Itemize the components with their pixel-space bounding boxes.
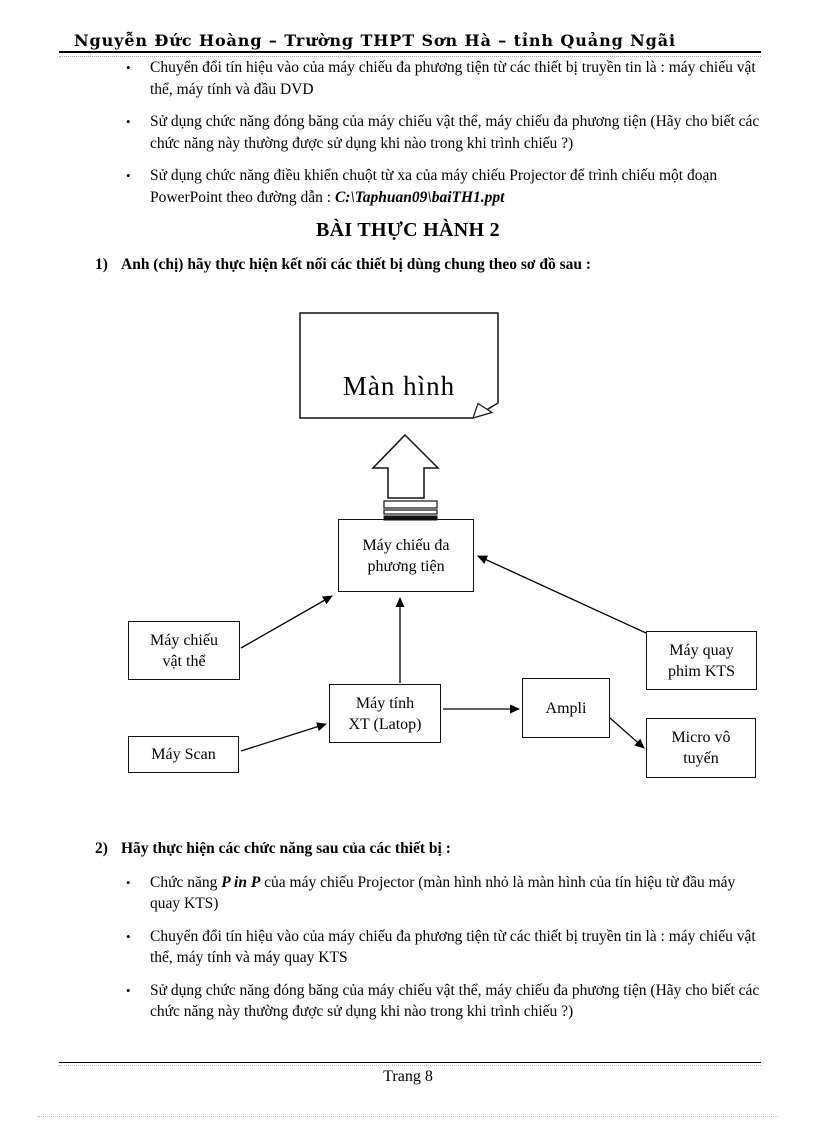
box-label-line: Ampli <box>545 699 587 717</box>
list-item: • Chuyển đổi tín hiệu vào của máy chiếu … <box>0 57 816 100</box>
arrow-ampli-to-micro <box>609 717 645 749</box>
arrow-vat-the-to-da-phuong-tien <box>240 595 333 649</box>
bullet-text: Chức năng P in P của máy chiếu Projector… <box>150 872 760 915</box>
diagram-shapes-layer <box>240 312 647 752</box>
page-break-dotted-line <box>38 1116 778 1117</box>
box-label-line: Máy quay <box>669 641 734 659</box>
bullet-marker: • <box>126 928 131 944</box>
box-label-line: Micro vô <box>671 729 731 746</box>
box-may-chieu-vat-the: Máy chiếu vật thể <box>128 621 240 680</box>
bullet-marker: • <box>126 60 131 75</box>
box-may-scan: Máy Scan <box>128 736 239 773</box>
box-ampli: Ampli <box>522 678 610 738</box>
list-item: • Sử dụng chức năng đóng băng của máy ch… <box>0 980 816 1023</box>
box-micro-vo-tuyen: Micro vô tuyến <box>646 718 756 778</box>
section-b: 2) Hãy thực hiện các chức năng sau của c… <box>0 838 816 1034</box>
bullet-marker: • <box>126 982 131 998</box>
task-2-text: Hãy thực hiện các chức năng sau của các … <box>121 840 451 857</box>
header-rule <box>59 51 761 53</box>
bullet-text: Chuyển đổi tín hiệu vào của máy chiếu đa… <box>150 59 756 98</box>
box-label-line: vật thể <box>162 652 206 670</box>
task-2: 2) Hãy thực hiện các chức năng sau của c… <box>0 838 816 860</box>
block-arrow-base-stripe <box>383 509 438 515</box>
arrow-may-quay-to-da-phuong-tien <box>477 555 647 634</box>
footer-boundary-dotted-line <box>59 1065 761 1066</box>
header-boundary-dotted-line <box>59 56 761 57</box>
fold-corner <box>472 402 494 419</box>
box-label-line: Máy chiếu đa <box>362 536 450 554</box>
box-may-chieu-da-phuong-tien: Máy chiếu đa phương tiện <box>338 519 474 592</box>
page-header-title: Nguyễn Đức Hoàng – Trường THPT Sơn Hà – … <box>74 31 677 50</box>
bullet-marker: • <box>126 114 131 129</box>
p-in-p-emphasis: P in P <box>221 873 261 891</box>
task-2-number: 2) <box>95 840 108 857</box>
box-label-line: Máy tính <box>355 694 415 712</box>
list-item: • Sử dụng chức năng đóng băng của máy ch… <box>0 111 816 154</box>
section-a: • Chuyển đổi tín hiệu vào của máy chiếu … <box>0 57 816 288</box>
file-path-text: C:\Taphuan09\baiTH1.ppt <box>334 188 505 206</box>
bullet-text: Sử dụng chức năng đóng băng của máy chiế… <box>150 113 760 152</box>
task-1-number: 1) <box>95 256 108 273</box>
bullet-text-suffix: của máy chiếu Projector (màn hình nhỏ là… <box>150 873 736 913</box>
task-1: 1) Anh (chị) hãy thực hiện kết nối các t… <box>0 254 816 276</box>
arrow-may-scan-to-may-tinh <box>240 722 327 752</box>
box-label-line: phương tiện <box>367 557 445 575</box>
box-label-line: Máy chiếu <box>150 631 218 649</box>
footer-rule <box>59 1062 761 1063</box>
document-title: BÀI THỰC HÀNH 2 <box>316 219 500 241</box>
bullet-marker: • <box>126 168 131 183</box>
block-arrow-base-stripe <box>383 515 438 521</box>
list-item: • Sử dụng chức năng điều khiển chuột từ … <box>0 165 816 208</box>
bullet-text: Sử dụng chức năng điều khiển chuột từ xa… <box>150 165 760 208</box>
list-item: • Chức năng P in P của máy chiếu Project… <box>0 872 816 915</box>
box-may-tinh: Máy tính XT (Latop) <box>329 684 441 743</box>
bullet-text: Chuyển đổi tín hiệu vào của máy chiếu đa… <box>150 927 756 967</box>
task-1-text: Anh (chị) hãy thực hiện kết nối các thiế… <box>121 256 592 273</box>
block-arrow-base-stripe <box>383 500 438 509</box>
bullet-marker: • <box>126 874 131 890</box>
box-label-line: Máy Scan <box>151 746 216 763</box>
block-arrow-up <box>371 433 440 499</box>
page-number: Trang 8 <box>383 1068 433 1085</box>
box-label-line: XT (Latop) <box>348 715 422 733</box>
box-may-quay-phim-kts: Máy quay phim KTS <box>646 631 757 690</box>
bullet-text-prefix: Chức năng <box>150 873 222 891</box>
device-connection-diagram: Màn hình Máy chiếu đa phương tiện Máy ch… <box>0 310 816 805</box>
bullet-text: Sử dụng chức năng đóng băng của máy chiế… <box>150 981 760 1021</box>
box-label-line: tuyến <box>683 750 719 767</box>
list-item: • Chuyển đổi tín hiệu vào của máy chiếu … <box>0 926 816 969</box>
box-man-hinh: Màn hình <box>342 371 456 401</box>
bullet-text-prefix: Sử dụng chức năng điều khiển chuột từ xa… <box>150 167 718 206</box>
box-label-line: phim KTS <box>667 662 736 680</box>
